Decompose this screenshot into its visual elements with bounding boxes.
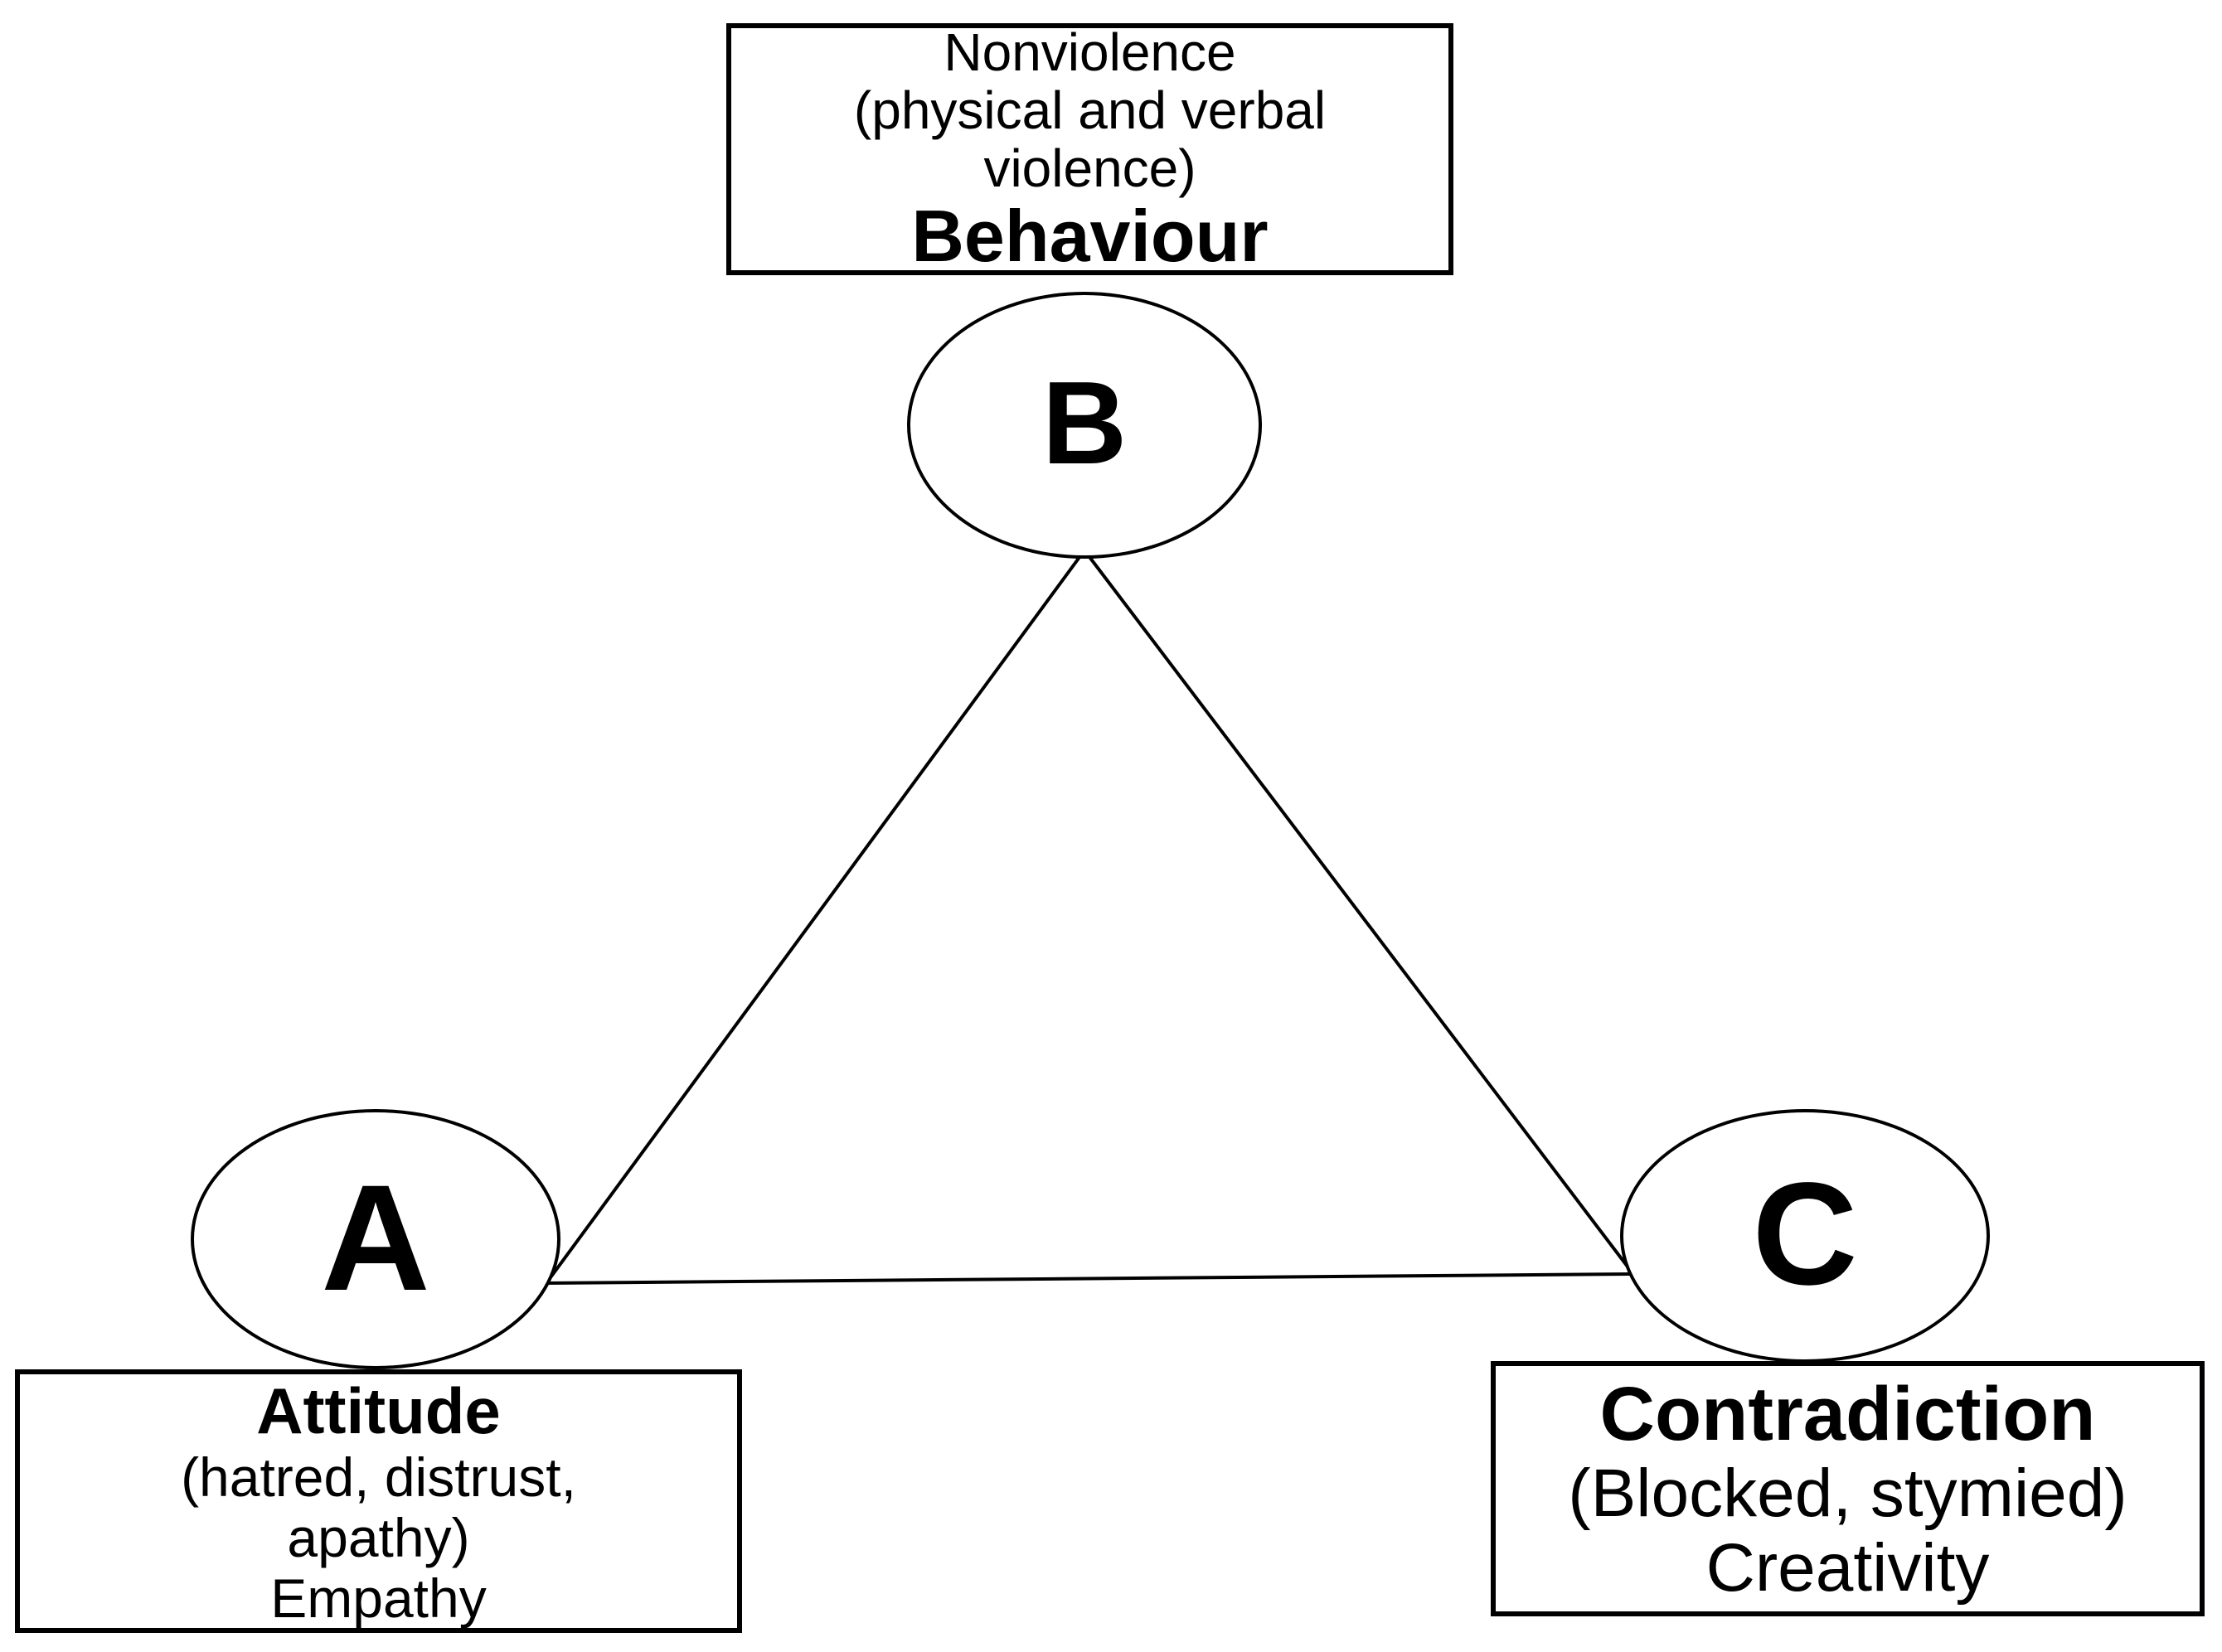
contradiction-title: Contradiction xyxy=(1599,1372,2096,1456)
behaviour-sub-line-1: Nonviolence xyxy=(944,22,1236,82)
contradiction-sub-line-1: (Blocked, stymied) xyxy=(1568,1456,2127,1531)
behaviour-label-box: Nonviolence (physical and verbal violenc… xyxy=(726,23,1453,275)
node-letter-a: A xyxy=(321,1153,430,1322)
node-circle-c: C xyxy=(1620,1109,1990,1363)
attitude-sub-line-1: (hatred, distrust, xyxy=(181,1446,576,1508)
node-letter-b: B xyxy=(1041,357,1128,489)
behaviour-title: Behaviour xyxy=(911,195,1269,277)
contradiction-sub-line-2: Creativity xyxy=(1705,1530,1990,1606)
attitude-sub-line-2: apathy) xyxy=(287,1506,470,1568)
node-circle-a: A xyxy=(191,1109,560,1369)
behaviour-sub-line-2: (physical and verbal xyxy=(853,80,1327,140)
attitude-label-box: Attitude (hatred, distrust, apathy) Empa… xyxy=(15,1369,742,1633)
node-circle-b: B xyxy=(907,292,1262,559)
attitude-sub-line-3: Empathy xyxy=(270,1567,487,1629)
attitude-title: Attitude xyxy=(256,1373,501,1447)
behaviour-sub-line-3: violence) xyxy=(983,138,1196,198)
edge-a-c-line xyxy=(543,1272,1631,1285)
edge-b-a-line xyxy=(542,549,1086,1288)
edge-b-c-line xyxy=(1083,549,1632,1272)
contradiction-label-box: Contradiction (Blocked, stymied) Creativ… xyxy=(1491,1361,2205,1616)
node-letter-c: C xyxy=(1752,1153,1858,1315)
